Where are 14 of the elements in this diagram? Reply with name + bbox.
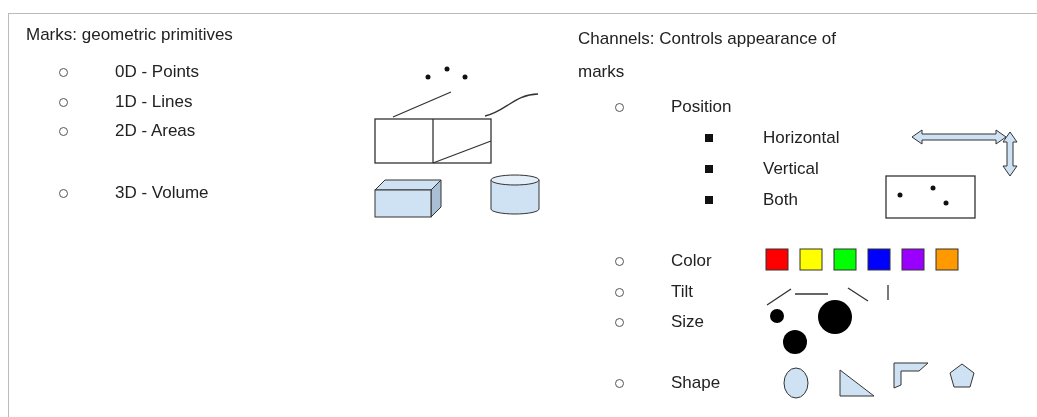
list-item-text: 1D - Lines (115, 92, 193, 112)
list-item-text: Horizontal (763, 128, 840, 148)
list-item-text: 2D - Areas (115, 121, 196, 141)
list-item-text: Both (763, 190, 798, 210)
list-item-text: Size (671, 312, 705, 332)
list-item-text: Shape (671, 373, 721, 393)
list-item-text: 0D - Points (115, 62, 200, 82)
list-item-text: 3D - Volume (115, 183, 209, 203)
list-item-text: Vertical (763, 159, 819, 179)
heading: Marks: geometric primitives (26, 25, 233, 45)
list-item-text: Tilt (671, 282, 694, 302)
heading: Channels: Controls appearance of marks (578, 28, 837, 83)
list-item-text: Color (671, 251, 712, 271)
list-item-text: Position (671, 97, 732, 117)
